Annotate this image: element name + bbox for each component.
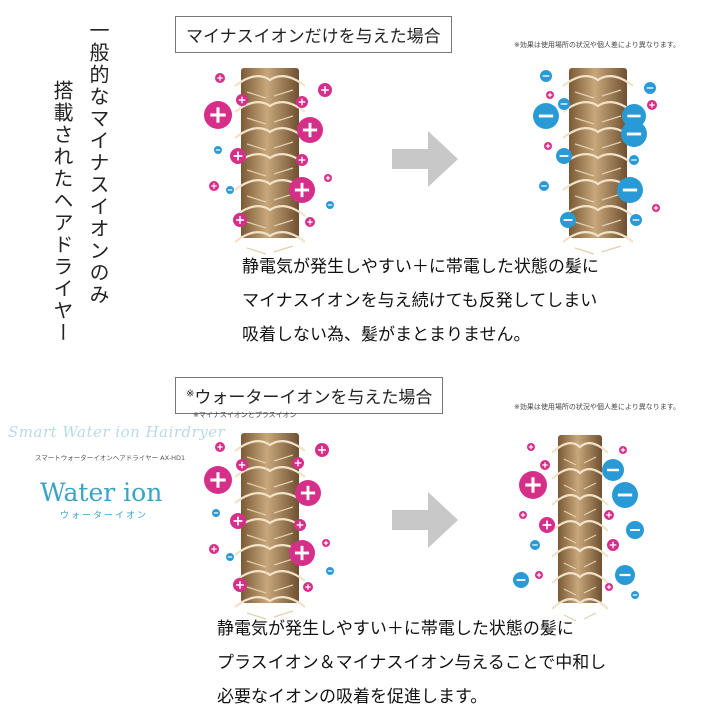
plus-ion-icon (315, 443, 329, 457)
logo-kana: ウォーターイオン (60, 511, 149, 521)
minus-ion-icon (626, 521, 644, 539)
plus-ion-icon (605, 583, 613, 591)
section-2-line-3: 必要なイオンの吸着を促進します。 (217, 687, 488, 707)
section-1-hair-before (204, 68, 334, 255)
plus-ion-icon (539, 517, 555, 533)
minus-ion-icon (622, 104, 646, 128)
plus-ion-icon (294, 519, 306, 531)
plus-ion-icon (295, 480, 321, 506)
section-2-note: ※効果は使用場所の状況や個人差により異なります。 (514, 403, 681, 411)
minus-ion-icon (539, 181, 549, 191)
section-1-hair-after (533, 68, 660, 255)
section-2-line-2: プラスイオン＆マイナスイオン与えることで中和し (217, 653, 607, 673)
plus-ion-icon (619, 446, 627, 454)
plus-ion-icon (292, 457, 304, 469)
plus-ion-icon (527, 443, 535, 451)
minus-ion-icon (621, 121, 647, 147)
minus-ion-icon (631, 591, 639, 599)
plus-ion-icon (236, 459, 248, 471)
minus-ion-icon (533, 103, 559, 129)
section-1-arrow-icon (392, 131, 458, 187)
section-2-description: 静電気が発生しやすい＋に帯電した状態の髪に プラスイオン＆マイナスイオン与えるこ… (217, 612, 606, 714)
minus-ion-icon (226, 186, 234, 194)
minus-ion-icon (560, 212, 576, 228)
minus-ion-icon (629, 155, 639, 165)
hair-shaft (234, 433, 306, 620)
plus-ion-icon (318, 83, 332, 97)
minus-ion-icon (326, 201, 334, 209)
logo-script: Smart Water ion Hairdryer (8, 423, 226, 441)
section-2-title: ※ウォーターイオンを与えた場合 (175, 377, 444, 414)
plus-ion-icon (215, 442, 225, 452)
minus-ion-icon (602, 459, 624, 481)
section-2-hair-after (513, 435, 644, 622)
minus-ion-icon (612, 482, 638, 508)
section-2-hair-before (204, 433, 334, 620)
plus-ion-icon (546, 91, 554, 99)
plus-ion-icon (289, 540, 315, 566)
headline-line-1: 一般的なマイナスイオンのみ (86, 20, 110, 306)
minus-ion-icon (540, 70, 552, 82)
minus-ion-icon (644, 82, 656, 94)
minus-ion-icon (212, 509, 220, 517)
plus-ion-icon (540, 460, 550, 470)
plus-ion-icon (535, 571, 543, 579)
plus-ion-icon (604, 510, 614, 520)
logo-subtitle: スマートウォーターイオンヘアドライヤー AX-HD1 (35, 454, 186, 462)
plus-ion-icon (236, 94, 248, 106)
minus-ion-icon (556, 148, 572, 164)
plus-ion-icon (324, 174, 332, 182)
section-2-title-text: ウォーターイオンを与えた場合 (194, 388, 433, 408)
plus-ion-icon (544, 142, 552, 150)
plus-ion-icon (303, 582, 313, 592)
section-1-line-1: 静電気が発生しやすい＋に帯電した状態の髪に (242, 257, 599, 277)
minus-ion-icon (630, 214, 642, 226)
plus-ion-icon (230, 513, 246, 529)
plus-ion-icon (296, 154, 308, 166)
plus-ion-icon (296, 96, 308, 108)
section-1-note: ※効果は使用場所の状況や個人差により異なります。 (514, 41, 681, 49)
plus-ion-icon (305, 217, 315, 227)
plus-ion-icon (297, 117, 323, 143)
section-1-description: 静電気が発生しやすい＋に帯電した状態の髪に マイナスイオンを与え続けても反発して… (242, 250, 599, 352)
headline-line-2: 搭載されたヘアドライヤー (50, 80, 74, 344)
section-2-arrow-icon (392, 492, 458, 548)
plus-ion-icon (647, 100, 657, 110)
minus-ion-icon (226, 553, 234, 561)
minus-ion-icon (530, 540, 540, 550)
minus-ion-icon (326, 567, 334, 575)
plus-ion-icon (607, 539, 619, 551)
plus-ion-icon (215, 73, 225, 83)
section-2-line-1: 静電気が発生しやすい＋に帯電した状態の髪に (217, 619, 574, 639)
hair-shaft (551, 435, 609, 622)
plus-ion-icon (519, 511, 527, 519)
plus-ion-icon (209, 181, 219, 191)
plus-ion-icon (230, 148, 246, 164)
section-2-title-mark: ※ (186, 388, 195, 400)
section-1-line-2: マイナスイオンを与え続けても反発してしまい (242, 291, 598, 311)
plus-ion-icon (233, 578, 247, 592)
plus-ion-icon (289, 177, 315, 203)
plus-ion-icon (519, 471, 547, 499)
plus-ion-icon (204, 101, 232, 129)
hair-shaft (234, 68, 306, 255)
plus-ion-icon (204, 466, 232, 494)
section-2-subnote: ※マイナスイオンとプラスイオン (193, 411, 297, 419)
plus-ion-icon (233, 213, 247, 227)
plus-ion-icon (322, 539, 330, 547)
minus-ion-icon (214, 146, 222, 154)
logo-main: Water ion (40, 478, 163, 507)
section-1-title-text: マイナスイオンだけを与えた場合 (186, 27, 441, 47)
plus-ion-icon (209, 544, 219, 554)
plus-ion-icon (652, 204, 660, 212)
minus-ion-icon (617, 177, 643, 203)
section-1-line-3: 吸着しない為、髪がまとまりません。 (242, 325, 531, 345)
minus-ion-icon (513, 572, 529, 588)
minus-ion-icon (558, 98, 570, 110)
hair-shaft (562, 68, 634, 255)
minus-ion-icon (615, 565, 635, 585)
section-1-title: マイナスイオンだけを与えた場合 (175, 16, 452, 53)
